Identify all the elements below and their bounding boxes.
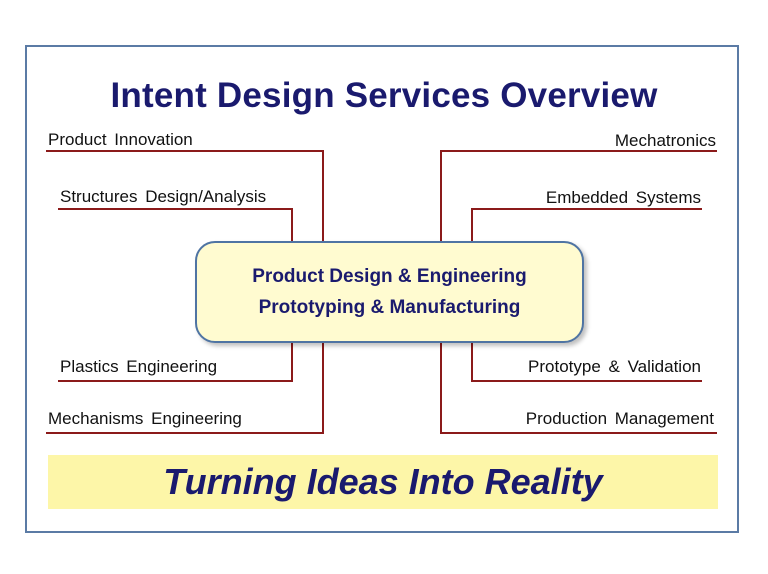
connector-prototype <box>471 343 702 382</box>
core-service-line-1: Product Design & Engineering <box>252 266 527 287</box>
core-service-line-2: Prototyping & Manufacturing <box>258 297 521 318</box>
connector-structures <box>58 208 293 241</box>
service-mechatronics: Mechatronics <box>614 131 716 150</box>
service-plastics-engineering: Plastics Engineering <box>60 357 218 376</box>
service-product-innovation: Product Innovation <box>48 130 193 149</box>
service-mechanisms-engineering: Mechanisms Engineering <box>48 409 242 428</box>
slide-frame <box>25 45 739 533</box>
connector-mechatronics <box>440 150 717 241</box>
connector-plastics <box>58 343 293 382</box>
service-embedded-systems: Embedded Systems <box>545 188 701 207</box>
service-prototype-validation: Prototype & Validation <box>528 357 701 376</box>
page-title: Intent Design Services Overview <box>110 76 658 115</box>
tagline: Turning Ideas Into Reality <box>163 461 603 502</box>
service-production-management: Production Management <box>525 409 714 428</box>
connector-embedded <box>471 208 702 241</box>
service-structures-design: Structures Design/Analysis <box>60 187 267 206</box>
core-services-box: Product Design & Engineering Prototyping… <box>195 241 584 343</box>
tagline-banner: Turning Ideas Into Reality <box>48 455 718 509</box>
connector-mechanisms <box>46 343 324 434</box>
connector-production <box>440 343 717 434</box>
connector-product-innovation <box>46 150 324 241</box>
